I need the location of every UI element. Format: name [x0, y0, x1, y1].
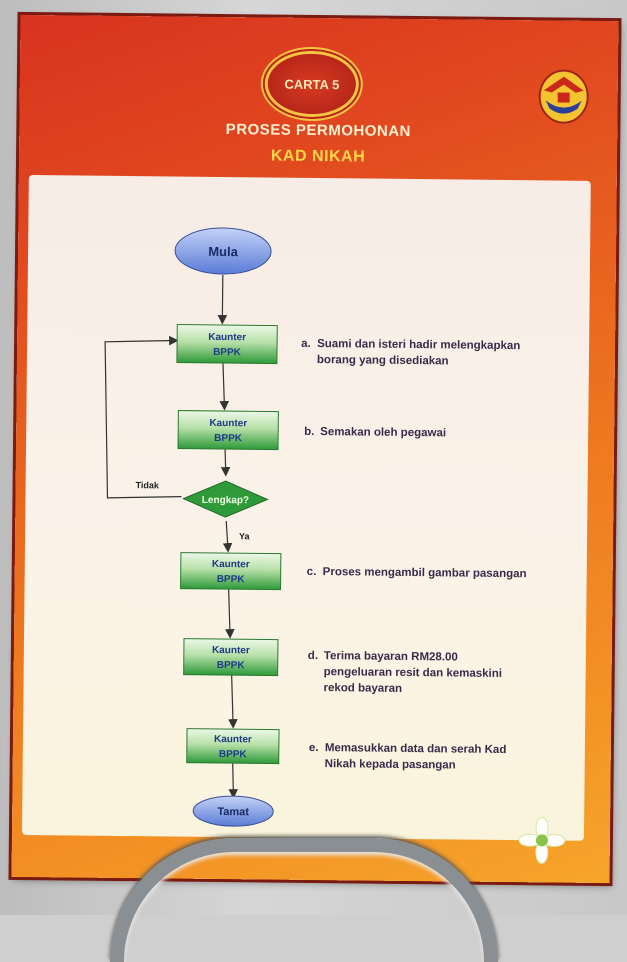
counter-box-4: Kaunter BPPK: [184, 639, 278, 676]
no-label: Tidak: [136, 480, 160, 490]
start-label: Mula: [208, 244, 239, 259]
crest-logo-icon: [535, 62, 592, 125]
flowchart: Mula Kaunter BPPK Kaunter BPPK Lengkap? …: [22, 175, 591, 841]
metal-handle: [110, 838, 498, 962]
counter-label: Kaunter: [209, 418, 247, 429]
chart-badge-label: CARTA 5: [284, 76, 339, 92]
counter-box-2: Kaunter BPPK: [178, 411, 278, 450]
counter-label: Kaunter: [212, 559, 250, 570]
flowchart-panel: Mula Kaunter BPPK Kaunter BPPK Lengkap? …: [22, 175, 591, 841]
step-description-e: e. Memasukkan data dan serah Kad Nikah k…: [309, 740, 529, 774]
poster-subtitle: KAD NIKAH: [19, 145, 617, 169]
counter-sub: BPPK: [219, 749, 248, 760]
counter-label: Kaunter: [214, 734, 252, 745]
counter-label: Kaunter: [208, 332, 246, 343]
step-description-d: d. Terima bayaran RM28.00 pengeluaran re…: [307, 648, 527, 698]
end-label: Tamat: [217, 806, 249, 818]
counter-sub: BPPK: [217, 574, 246, 585]
step-description-a: a. Suami dan isteri hadir melengkapkan b…: [301, 336, 521, 370]
counter-box-5: Kaunter BPPK: [187, 729, 279, 764]
poster-title: PROSES PERMOHONAN: [19, 119, 617, 142]
counter-sub: BPPK: [213, 347, 242, 358]
chart-badge: CARTA 5: [268, 53, 357, 114]
counter-sub: BPPK: [217, 660, 246, 671]
yes-label: Ya: [239, 531, 251, 541]
counter-box-1: Kaunter BPPK: [177, 325, 277, 364]
poster: CARTA 5 PROSES PERMOHONAN KAD NIKAH: [12, 15, 619, 883]
counter-box-3: Kaunter BPPK: [181, 553, 281, 590]
step-description-c: c. Proses mengambil gambar pasangan: [307, 564, 527, 582]
flower-decoration-icon: [512, 810, 573, 871]
end-node: Tamat: [193, 796, 273, 827]
counter-sub: BPPK: [214, 433, 243, 444]
counter-label: Kaunter: [212, 645, 250, 656]
decision-label: Lengkap?: [202, 495, 249, 506]
start-node: Mula: [175, 228, 271, 275]
decision-node: Lengkap?: [183, 481, 267, 518]
step-description-b: b. Semakan oleh pegawai: [304, 424, 524, 442]
